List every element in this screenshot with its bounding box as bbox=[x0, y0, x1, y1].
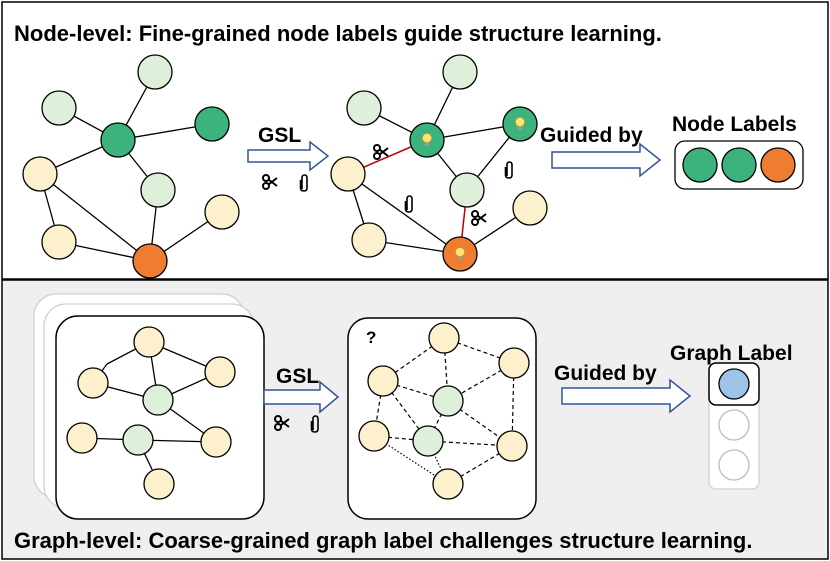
graph-label-option bbox=[718, 409, 750, 441]
input-nodes bbox=[22, 54, 240, 279]
bottom-caption: Graph-level: Coarse-grained graph label … bbox=[14, 528, 752, 553]
top-guided-arrow-icon bbox=[551, 142, 662, 178]
candidate-graph-card bbox=[347, 317, 537, 520]
top-gsl-label: GSL bbox=[258, 124, 301, 147]
node-labels-title: Node Labels bbox=[672, 113, 797, 136]
node-label-orange bbox=[760, 147, 796, 183]
bottom-gsl-arrow-icon bbox=[263, 380, 340, 414]
top-caption: Node-level: Fine-grained node labels gui… bbox=[14, 21, 662, 46]
graph-label-selected bbox=[718, 368, 750, 400]
unknown-mark: ? bbox=[366, 328, 376, 347]
node-label-teal bbox=[721, 147, 757, 183]
input-graph-nodes bbox=[66, 326, 236, 500]
bottom-gsl-label: GSL bbox=[276, 365, 319, 388]
bottom-guided-label: Guided by bbox=[554, 362, 657, 385]
top-guided-label: Guided by bbox=[540, 124, 643, 147]
top-gsl-arrow-icon bbox=[247, 140, 330, 172]
graph-label-option bbox=[718, 449, 750, 481]
node-label-teal bbox=[682, 147, 718, 183]
bottom-guided-arrow-icon bbox=[561, 378, 692, 414]
graph-label-title: Graph Label bbox=[670, 342, 793, 365]
candidate-nodes bbox=[358, 322, 530, 500]
